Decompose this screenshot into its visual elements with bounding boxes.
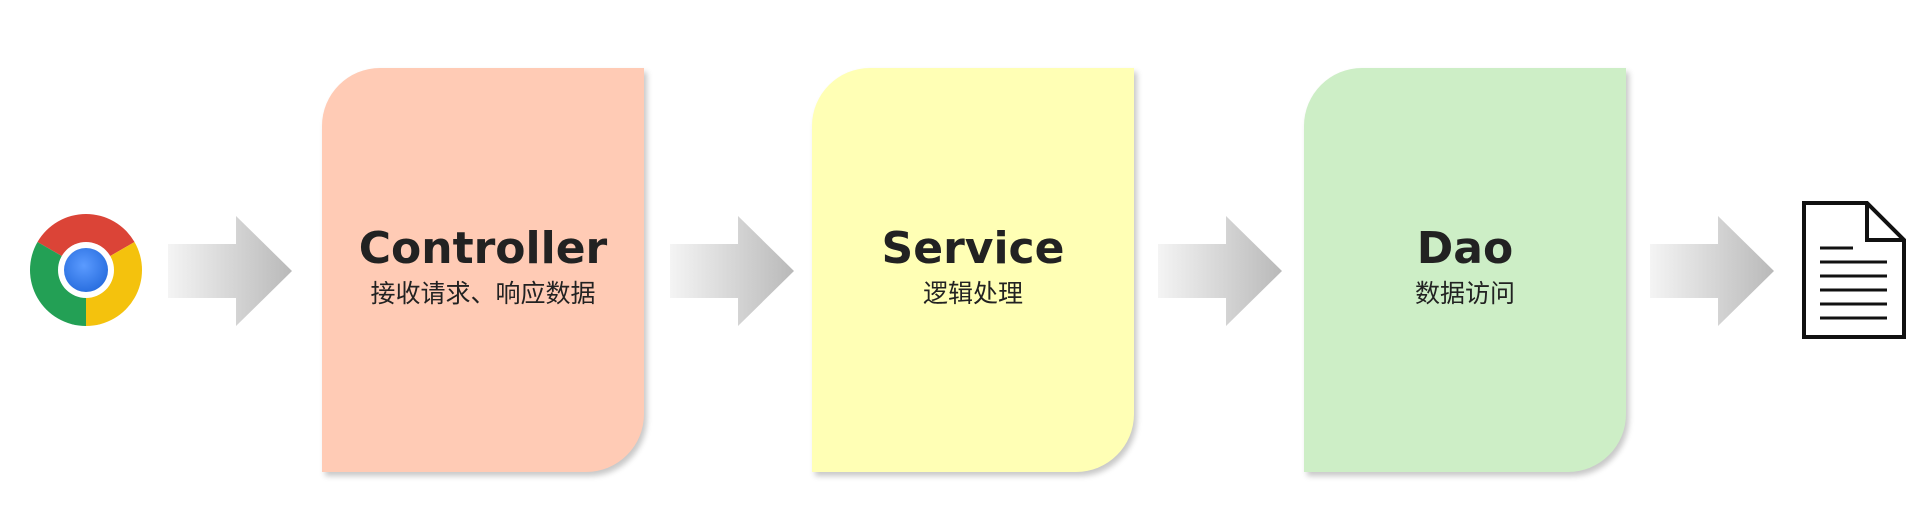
arrow-service-to-dao (1158, 216, 1282, 326)
service-subtitle: 逻辑处理 (922, 279, 1023, 309)
dao-node: Dao 数据访问 (1304, 68, 1626, 472)
controller-title: Controller (358, 222, 608, 274)
arrow-dao-to-document (1650, 216, 1774, 326)
chrome-browser-icon (29, 213, 143, 326)
arrow-controller-to-service (670, 216, 794, 326)
arrow-browser-to-controller (168, 216, 292, 326)
dao-subtitle: 数据访问 (1414, 279, 1515, 309)
document-icon (1802, 201, 1906, 339)
controller-subtitle: 接收请求、响应数据 (370, 279, 596, 309)
controller-node: Controller 接收请求、响应数据 (322, 68, 644, 472)
service-node: Service 逻辑处理 (812, 68, 1134, 472)
dao-title: Dao (1416, 222, 1514, 274)
service-title: Service (881, 222, 1065, 274)
